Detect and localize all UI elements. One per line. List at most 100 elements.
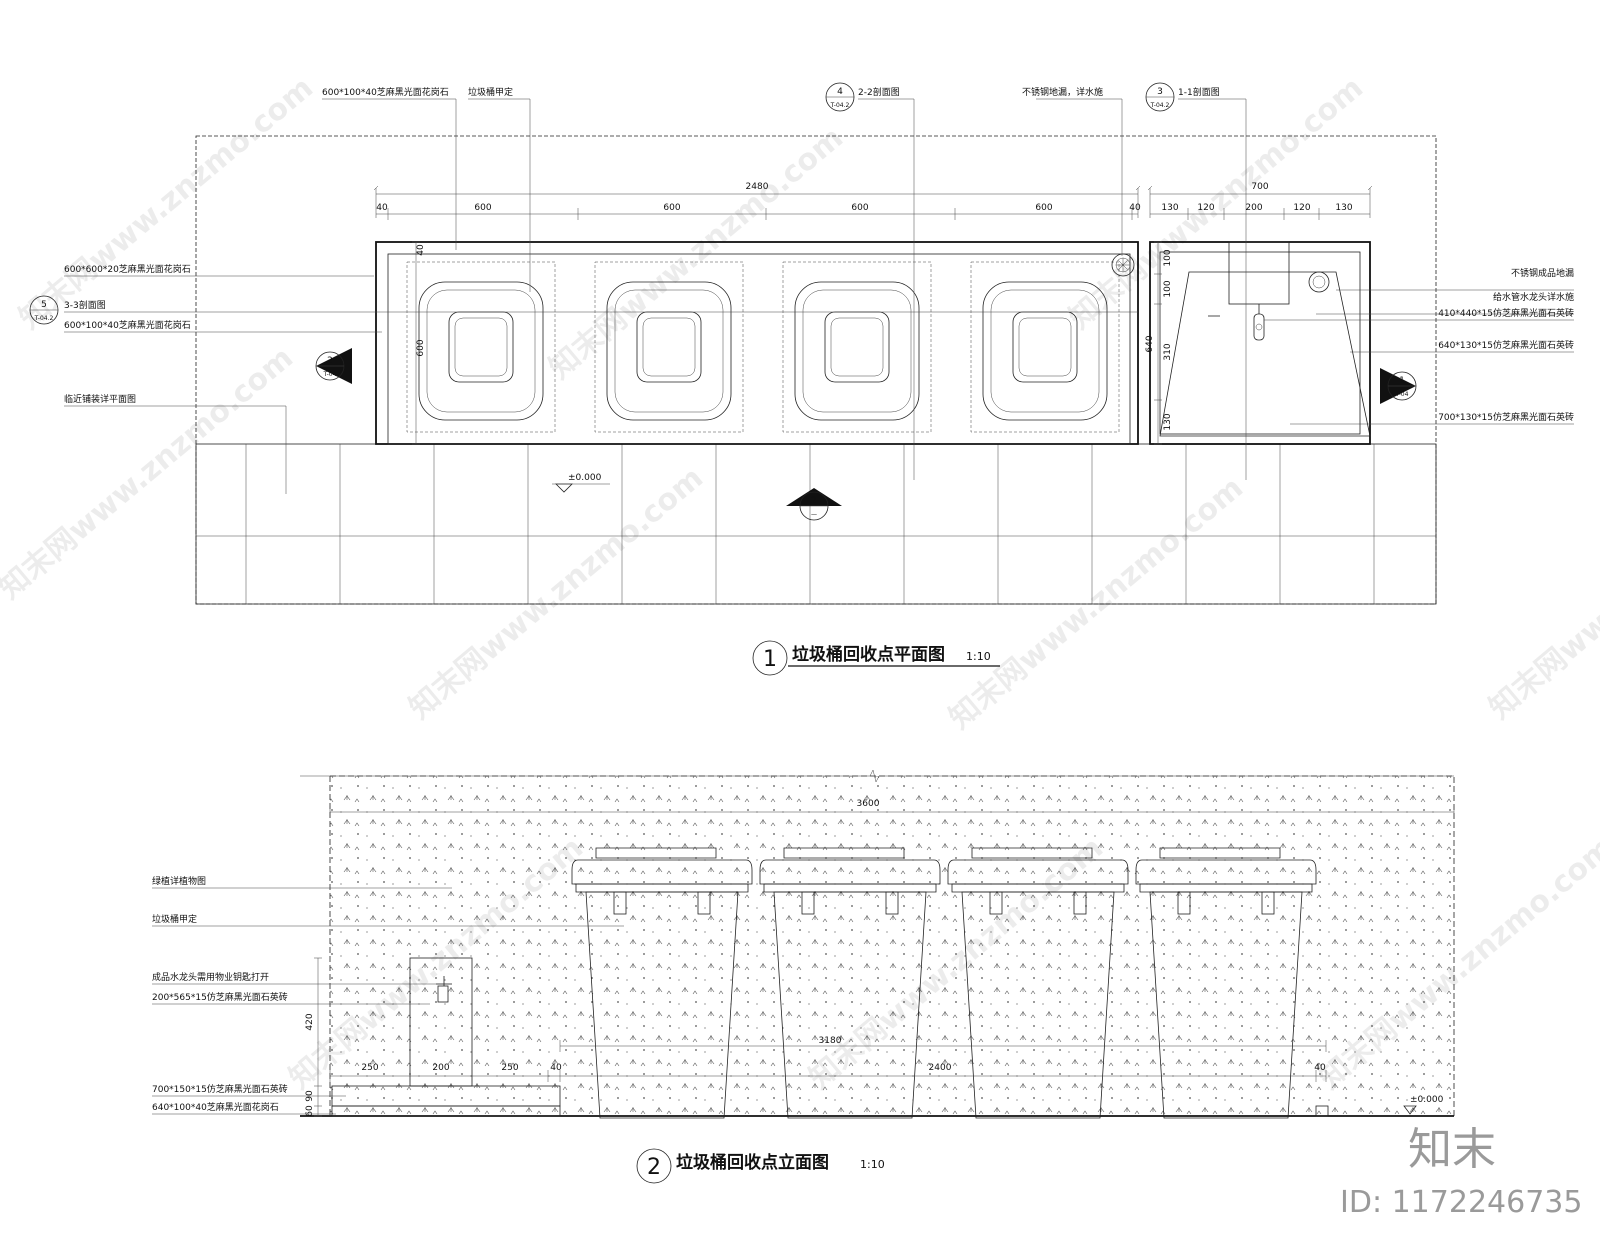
dim-3180: 3180 bbox=[819, 1036, 842, 1046]
level-mark: ±0.000 bbox=[552, 473, 610, 493]
dim-v100: 100 bbox=[1163, 280, 1173, 297]
dim-v310: 310 bbox=[1163, 343, 1173, 360]
label-granite-top: 600*100*40芝麻黑光面花岗石 bbox=[322, 86, 449, 98]
sink-plan bbox=[1149, 241, 1371, 445]
svg-text:知末网www.znzmo.com: 知末网www.znzmo.com bbox=[403, 460, 710, 726]
callout-5: 5 T-04.2 bbox=[29, 295, 59, 325]
dim-130: 130 bbox=[1161, 203, 1178, 213]
dim-v420: 420 bbox=[305, 1013, 315, 1030]
dim-250: 250 bbox=[501, 1063, 518, 1073]
callout-1-right: 1 T-04 bbox=[1380, 368, 1417, 404]
dim-120: 120 bbox=[1197, 203, 1214, 213]
dim-600: 600 bbox=[474, 203, 491, 213]
image-id: ID: 1172246735 bbox=[1340, 1185, 1582, 1220]
elevation-leader-lines bbox=[152, 887, 624, 1115]
dim-right-total: 700 bbox=[1251, 182, 1268, 192]
brand-logo: 知末 bbox=[1408, 1124, 1496, 1175]
label-granite-640: 640*100*40芝麻黑光面花岗石 bbox=[152, 1101, 279, 1113]
bins-elevation bbox=[571, 847, 1317, 1119]
svg-text:±0.000: ±0.000 bbox=[1410, 1095, 1444, 1105]
dim-40: 40 bbox=[1314, 1063, 1326, 1073]
plan-dimension-lines bbox=[373, 185, 1373, 445]
svg-text:知末网www.znzmo.com: 知末网www.znzmo.com bbox=[943, 470, 1250, 736]
label-drain-detail: 不锈钢地漏，详水施 bbox=[1022, 86, 1103, 98]
elevation-title: 2 垃圾桶回收点立面图 1:10 bbox=[636, 1148, 885, 1184]
label-section-1-1: 1-1剖面图 bbox=[1178, 86, 1220, 98]
faucet-icon bbox=[1253, 304, 1265, 341]
dim-600: 600 bbox=[851, 203, 868, 213]
dim-600: 600 bbox=[1035, 203, 1052, 213]
label-granite-600x600: 600*600*20芝麻黑光面花岗石 bbox=[64, 263, 191, 275]
bins-plan bbox=[406, 261, 1120, 433]
plan-leader-lines bbox=[64, 98, 1574, 494]
dim-200: 200 bbox=[1245, 203, 1262, 213]
callout-2-bottom: 2 — bbox=[786, 488, 842, 521]
svg-text:1: 1 bbox=[763, 647, 777, 672]
plan-title: 1 垃圾桶回收点平面图 1:10 bbox=[752, 640, 1000, 676]
svg-text:T-04: T-04 bbox=[323, 371, 337, 378]
dim-130: 130 bbox=[1335, 203, 1352, 213]
svg-text:知末网www.znzmo.com: 知末网www.znzmo.com bbox=[0, 340, 300, 606]
dim-200: 200 bbox=[432, 1063, 449, 1073]
svg-text:5: 5 bbox=[41, 300, 47, 310]
planting-background bbox=[330, 776, 1454, 1116]
label-faucet: 给水管水龙头详水施 bbox=[1493, 291, 1574, 303]
callout-2-left: 2 T-04 bbox=[315, 348, 352, 384]
svg-text:知末网www.znzmo.com: 知末网www.znzmo.com bbox=[543, 120, 850, 386]
svg-text:1:10: 1:10 bbox=[966, 650, 991, 663]
label-section-3-3: 3-3剖面图 bbox=[64, 299, 106, 311]
label-granite-600x100: 600*100*40芝麻黑光面花岗石 bbox=[64, 319, 191, 331]
callout-3: 3 T-04.2 bbox=[1145, 82, 1175, 112]
label-section-2-2: 2-2剖面图 bbox=[858, 86, 900, 98]
floor-drain-icon bbox=[1111, 253, 1135, 277]
dim-v640: 640 bbox=[1145, 335, 1155, 352]
paving-grid bbox=[196, 444, 1436, 604]
svg-text:垃圾桶回收点平面图: 垃圾桶回收点平面图 bbox=[792, 644, 945, 665]
svg-text:1:10: 1:10 bbox=[860, 1158, 885, 1171]
bin-platform-inner bbox=[387, 253, 1131, 445]
label-tile-640: 640*130*15仿芝麻黑光面石英砖 bbox=[1438, 339, 1574, 351]
plan-view: 4 T-04.2 3 T-04.2 5 T-04.2 2 T-04 1 T-04 bbox=[29, 82, 1574, 676]
label-faucet-key: 成品水龙头需用物业钥匙打开 bbox=[152, 971, 269, 983]
dim-v90: 90 bbox=[305, 1090, 315, 1102]
svg-text:3: 3 bbox=[1157, 87, 1163, 97]
dim-250: 250 bbox=[361, 1063, 378, 1073]
dim-v600: 600 bbox=[416, 339, 426, 356]
label-tile-700: 700*150*15仿芝麻黑光面石英砖 bbox=[152, 1083, 288, 1095]
dim-600: 600 bbox=[663, 203, 680, 213]
label-adjacent-paving: 临近铺装详平面图 bbox=[64, 393, 136, 405]
dim-v40: 40 bbox=[416, 244, 426, 256]
svg-text:±0.000: ±0.000 bbox=[568, 473, 602, 483]
dim-total: 2480 bbox=[746, 182, 769, 192]
dim-40: 40 bbox=[1129, 203, 1141, 213]
svg-text:2: 2 bbox=[647, 1155, 661, 1180]
elevation-level-mark: ±0.000 bbox=[1403, 1095, 1444, 1115]
dim-40: 40 bbox=[376, 203, 388, 213]
elevation-dimension-lines bbox=[314, 806, 1455, 1117]
label-steel-drain: 不锈钢成品地漏 bbox=[1511, 267, 1574, 279]
dim-v60: 60 bbox=[305, 1105, 315, 1117]
dim-40: 40 bbox=[550, 1063, 562, 1073]
sink-drain-icon bbox=[1308, 271, 1330, 293]
label-bin-select: 垃圾桶甲定 bbox=[152, 913, 197, 925]
svg-text:—: — bbox=[811, 511, 817, 518]
dim-v130: 130 bbox=[1163, 413, 1173, 430]
bin-platform bbox=[375, 241, 1139, 445]
dim-v100: 100 bbox=[1163, 249, 1173, 266]
svg-text:T-04: T-04 bbox=[1395, 391, 1409, 398]
svg-text:4: 4 bbox=[837, 87, 843, 97]
svg-text:知末网www.znzmo.com: 知末网www.znzmo.com bbox=[1483, 460, 1600, 726]
svg-text:T-04.2: T-04.2 bbox=[34, 315, 54, 322]
dim-120: 120 bbox=[1293, 203, 1310, 213]
label-tile-410: 410*440*15仿芝麻黑光面石英砖 bbox=[1438, 307, 1574, 319]
svg-text:垃圾桶回收点立面图: 垃圾桶回收点立面图 bbox=[676, 1152, 829, 1173]
svg-text:T-04.2: T-04.2 bbox=[1150, 102, 1170, 109]
svg-text:知末网www.znzmo.com: 知末网www.znzmo.com bbox=[1063, 70, 1370, 336]
elevation-view: 绿植详植物图 垃圾桶甲定 成品水龙头需用物业钥匙打开 200*565*15仿芝麻… bbox=[152, 769, 1455, 1184]
label-tile-700: 700*130*15仿芝麻黑光面石英砖 bbox=[1438, 411, 1574, 423]
label-planting: 绿植详植物图 bbox=[152, 875, 206, 887]
dim-2400: 2400 bbox=[929, 1063, 952, 1073]
label-tile-200: 200*565*15仿芝麻黑光面石英砖 bbox=[152, 991, 288, 1003]
svg-text:T-04.2: T-04.2 bbox=[830, 102, 850, 109]
